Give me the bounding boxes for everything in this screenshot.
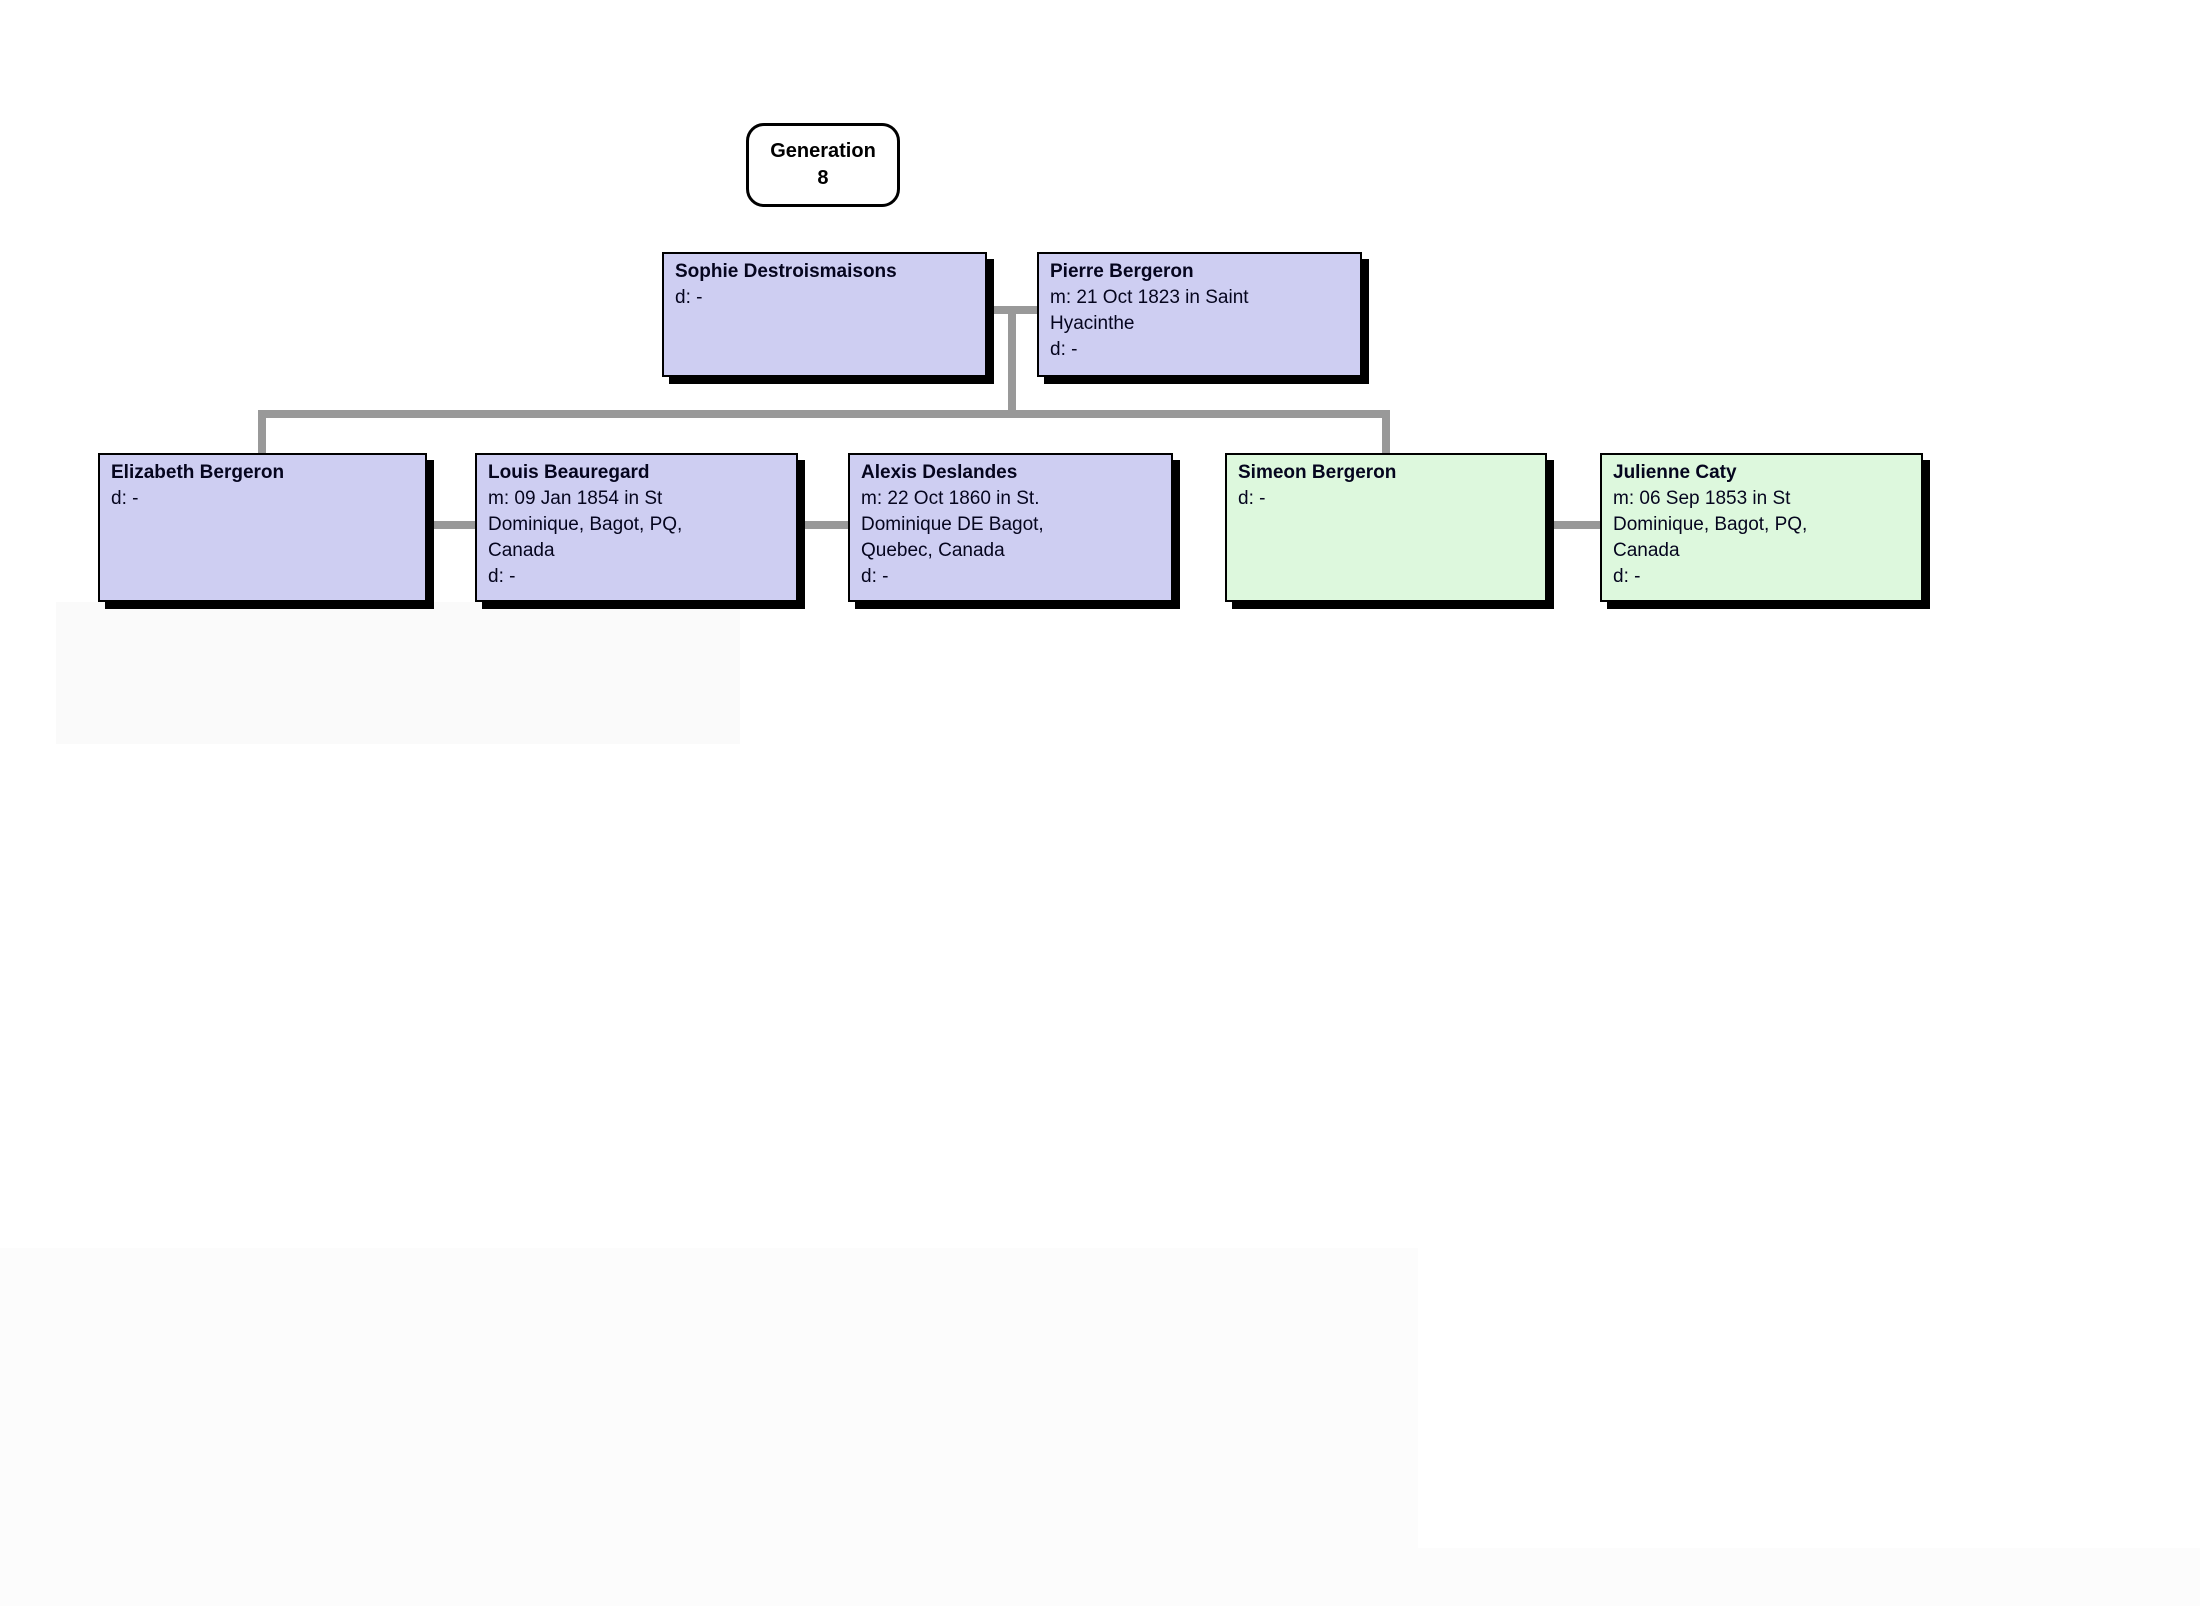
person-name: Pierre Bergeron — [1050, 261, 1194, 282]
person-details: d: - — [1238, 488, 1266, 509]
person-name: Louis Beauregard — [488, 462, 650, 483]
background-artifact — [0, 1248, 1418, 1606]
generation-label: Generation 8 — [746, 123, 900, 207]
person-box-julienne-caty[interactable]: Julienne Caty m: 06 Sep 1853 in St Domin… — [1600, 453, 1923, 602]
person-details: m: 22 Oct 1860 in St. Dominique DE Bagot… — [861, 488, 1044, 587]
person-details: m: 21 Oct 1823 in Saint Hyacinthe d: - — [1050, 287, 1249, 360]
person-box-louis-beauregard[interactable]: Louis Beauregard m: 09 Jan 1854 in St Do… — [475, 453, 798, 602]
person-box-sophie-destroismaisons[interactable]: Sophie Destroismaisons d: - — [662, 252, 987, 377]
person-details: d: - — [675, 287, 703, 308]
person-box-simeon-bergeron[interactable]: Simeon Bergeron d: - — [1225, 453, 1547, 602]
person-name: Elizabeth Bergeron — [111, 462, 285, 483]
child-drop-line-elizabeth — [258, 414, 266, 453]
person-details: m: 09 Jan 1854 in St Dominique, Bagot, P… — [488, 488, 683, 587]
person-details: d: - — [111, 488, 139, 509]
person-box-pierre-bergeron[interactable]: Pierre Bergeron m: 21 Oct 1823 in Saint … — [1037, 252, 1362, 377]
person-name: Simeon Bergeron — [1238, 462, 1397, 483]
child-drop-line-simeon — [1382, 414, 1390, 453]
spouse-connector-elizabeth-louis — [427, 521, 475, 529]
person-details: m: 06 Sep 1853 in St Dominique, Bagot, P… — [1613, 488, 1808, 587]
spouse-connector-simeon-julienne — [1547, 521, 1600, 529]
background-artifact — [1417, 1548, 2200, 1606]
person-name: Julienne Caty — [1613, 462, 1737, 483]
person-name: Sophie Destroismaisons — [675, 261, 897, 282]
parents-descent-line — [1008, 306, 1016, 418]
person-box-alexis-deslandes[interactable]: Alexis Deslandes m: 22 Oct 1860 in St. D… — [848, 453, 1173, 602]
background-artifact — [56, 602, 740, 744]
spouse-connector-louis-alexis — [798, 521, 848, 529]
sibling-rail-line — [258, 410, 1390, 418]
person-name: Alexis Deslandes — [861, 462, 1018, 483]
person-box-elizabeth-bergeron[interactable]: Elizabeth Bergeron d: - — [98, 453, 427, 602]
